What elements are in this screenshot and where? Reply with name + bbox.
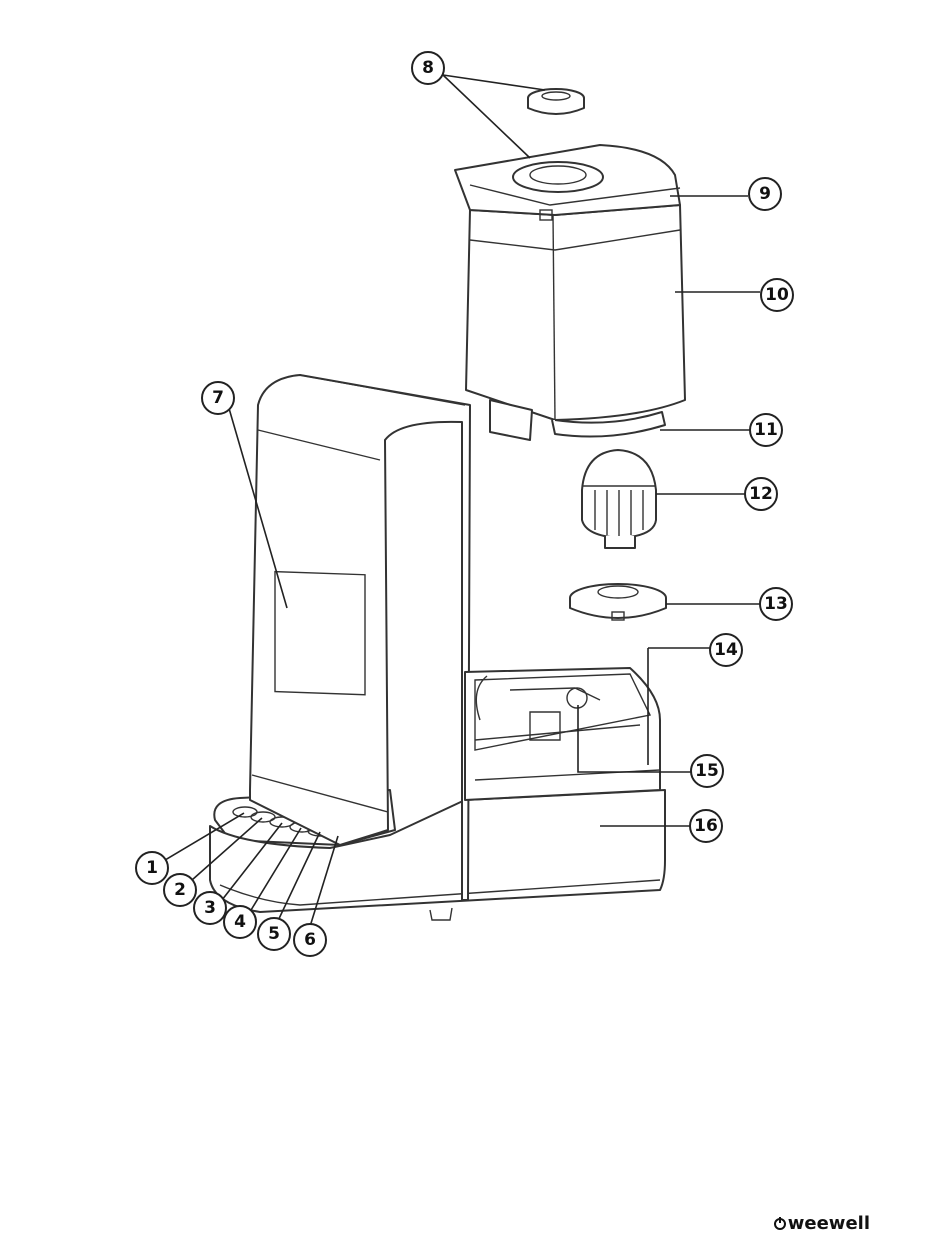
callout-5: 5 xyxy=(258,918,290,950)
svg-text:5: 5 xyxy=(268,924,280,944)
svg-text:1: 1 xyxy=(146,858,158,878)
svg-text:16: 16 xyxy=(694,816,718,836)
svg-text:15: 15 xyxy=(695,761,719,781)
power-icon xyxy=(774,1218,786,1230)
svg-text:13: 13 xyxy=(764,594,788,614)
brand-logo: weewell xyxy=(774,1213,870,1234)
tank-body xyxy=(466,205,685,440)
callout-14: 14 xyxy=(710,634,742,666)
svg-text:3: 3 xyxy=(204,898,216,918)
svg-text:7: 7 xyxy=(212,388,224,408)
callout-9: 9 xyxy=(749,178,781,210)
svg-text:2: 2 xyxy=(174,880,186,900)
callout-4: 4 xyxy=(224,906,256,938)
svg-text:14: 14 xyxy=(714,640,738,660)
callout-3: 3 xyxy=(194,892,226,924)
svg-text:10: 10 xyxy=(765,285,789,305)
svg-text:9: 9 xyxy=(759,184,771,204)
callout-7: 7 xyxy=(202,382,234,414)
brand-name: weewell xyxy=(788,1213,870,1234)
svg-text:4: 4 xyxy=(234,912,246,932)
callout-15: 15 xyxy=(691,755,723,787)
svg-text:12: 12 xyxy=(749,484,773,504)
callout-16: 16 xyxy=(690,810,722,842)
callout-2: 2 xyxy=(164,874,196,906)
callout-10: 10 xyxy=(761,279,793,311)
svg-text:11: 11 xyxy=(754,420,778,440)
callout-6: 6 xyxy=(294,924,326,956)
svg-text:6: 6 xyxy=(304,930,316,950)
callout-13: 13 xyxy=(760,588,792,620)
water-tray xyxy=(465,668,660,800)
tank-cap xyxy=(528,89,584,114)
svg-text:8: 8 xyxy=(422,58,434,78)
filter-base xyxy=(570,584,666,620)
callout-11: 11 xyxy=(750,414,782,446)
callout-1: 1 xyxy=(136,852,168,884)
callout-12: 12 xyxy=(745,478,777,510)
filter-cartridge xyxy=(582,450,656,548)
callout-8: 8 xyxy=(412,52,444,84)
